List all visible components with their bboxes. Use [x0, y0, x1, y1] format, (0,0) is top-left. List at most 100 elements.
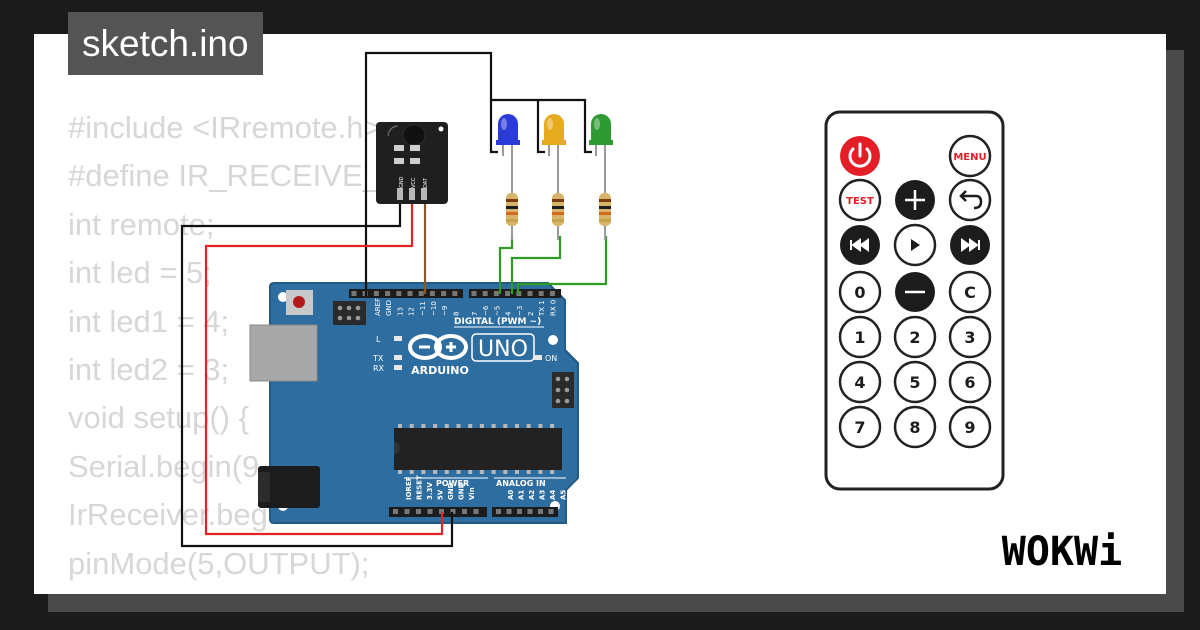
header-pin[interactable] [527, 291, 533, 296]
digital-pin-label: 7 [471, 312, 479, 316]
header-pin[interactable] [373, 291, 379, 296]
ir-receiver-module[interactable]: GND VCC DAT [376, 122, 448, 204]
on-label: ON [545, 354, 557, 363]
analog-label: ANALOG IN [496, 479, 546, 488]
file-tab[interactable]: sketch.ino [68, 12, 263, 75]
resistor[interactable] [599, 180, 611, 240]
code-line: Serial.begin(9 [68, 448, 260, 484]
remote-button-label: 0 [854, 283, 865, 302]
analog-header[interactable] [492, 507, 558, 517]
digital-pin-label: ~3 [516, 306, 524, 316]
minus-button[interactable] [895, 272, 935, 312]
svg-text:MENU: MENU [953, 152, 986, 163]
power-label: POWER [436, 479, 469, 488]
header-pin[interactable] [351, 291, 357, 296]
power-header[interactable] [389, 507, 487, 517]
remote-button-9[interactable]: 9 [948, 405, 992, 449]
svg-text:WOKWi: WOKWi [1002, 529, 1122, 575]
l-led [394, 336, 402, 341]
power-pin-label: 5V [437, 489, 445, 500]
remote-button-label: 6 [964, 373, 975, 392]
header-pin[interactable] [441, 291, 447, 296]
resistor[interactable] [506, 180, 518, 240]
digital-label: DIGITAL (PWM ~) [454, 317, 541, 327]
digital-header-left[interactable] [349, 289, 463, 298]
remote-button-2[interactable]: 2 [893, 315, 937, 359]
remote-button-5[interactable]: 5 [893, 360, 937, 404]
remote-button-C[interactable]: C [948, 270, 992, 314]
icsp-header-2 [552, 372, 574, 408]
led-blue[interactable] [496, 114, 520, 180]
header-pin[interactable] [549, 291, 555, 296]
power-pin-label: Vin [468, 487, 476, 500]
svg-text:TEST: TEST [846, 196, 874, 207]
fast-forward-icon [961, 238, 980, 252]
prev-button[interactable] [840, 225, 880, 265]
plus-button[interactable] [895, 180, 935, 220]
remote-button-8[interactable]: 8 [893, 405, 937, 449]
header-pin[interactable] [418, 291, 424, 296]
menu-button[interactable]: MENU [948, 134, 992, 178]
play-icon [911, 239, 920, 251]
ir-pin-label: VCC [411, 177, 417, 188]
code-line: IrReceiver.beg [68, 497, 268, 533]
header-pin[interactable] [482, 291, 488, 296]
next-button[interactable] [950, 225, 990, 265]
power-pin-label: IOREF [405, 476, 413, 500]
test-button[interactable]: TEST [838, 178, 882, 222]
power-button[interactable] [840, 136, 880, 176]
remote-button-7[interactable]: 7 [838, 405, 882, 449]
code-line: int remote; [68, 206, 215, 242]
header-pin[interactable] [505, 291, 511, 296]
header-pin[interactable] [538, 291, 544, 296]
header-pin[interactable] [452, 291, 458, 296]
resistor[interactable] [552, 180, 564, 240]
back-button[interactable] [948, 178, 992, 222]
remote-button-0[interactable]: 0 [838, 270, 882, 314]
power-pin-label: GND [447, 482, 455, 500]
arduino-brand: ARDUINO [411, 364, 469, 377]
wires [180, 51, 608, 548]
remote-button-4[interactable]: 4 [838, 360, 882, 404]
header-pin[interactable] [385, 291, 391, 296]
rx-led [394, 365, 402, 370]
atmega-chip [394, 424, 562, 474]
l-led-label: L [376, 335, 381, 344]
header-pin[interactable] [396, 291, 402, 296]
remote-button-label: 1 [854, 328, 865, 347]
digital-pin-label: RX 0 [549, 300, 557, 316]
digital-pin-label: TX 1 [538, 300, 546, 317]
led-yellow[interactable] [542, 114, 566, 180]
digital-pin-label: AREF [374, 298, 382, 316]
back-arrow-icon [962, 194, 983, 210]
uno-badge [471, 333, 535, 362]
header-pin[interactable] [471, 291, 477, 296]
icsp-header [333, 301, 366, 325]
remote-button-label: 3 [964, 328, 975, 347]
header-pin[interactable] [493, 291, 499, 296]
remote-button-label: 5 [909, 373, 920, 392]
digital-pin-label: GND [385, 300, 393, 316]
wokwi-logo: WOKWi [1002, 529, 1122, 575]
header-pin[interactable] [407, 291, 413, 296]
remote-button-6[interactable]: 6 [948, 360, 992, 404]
analog-pin-label: A0 [507, 490, 515, 500]
code-line: pinMode(5,OUTPUT); [68, 545, 370, 581]
code-line: int led2 = 3; [68, 352, 230, 388]
digital-pin-label: ~6 [482, 305, 490, 316]
ir-pin-label: GND [399, 176, 405, 188]
digital-header-right[interactable] [469, 289, 561, 298]
remote-button-label: 9 [964, 418, 975, 437]
remote-button-1[interactable]: 1 [838, 315, 882, 359]
play-button[interactable] [893, 223, 937, 267]
arduino-logo [408, 334, 468, 360]
header-pin[interactable] [429, 291, 435, 296]
digital-pin-label: 12 [408, 307, 416, 316]
ir-pin-label: DAT [423, 177, 429, 188]
remote-button-3[interactable]: 3 [948, 315, 992, 359]
led-green[interactable] [589, 114, 613, 180]
digital-pin-label: 13 [396, 307, 404, 316]
